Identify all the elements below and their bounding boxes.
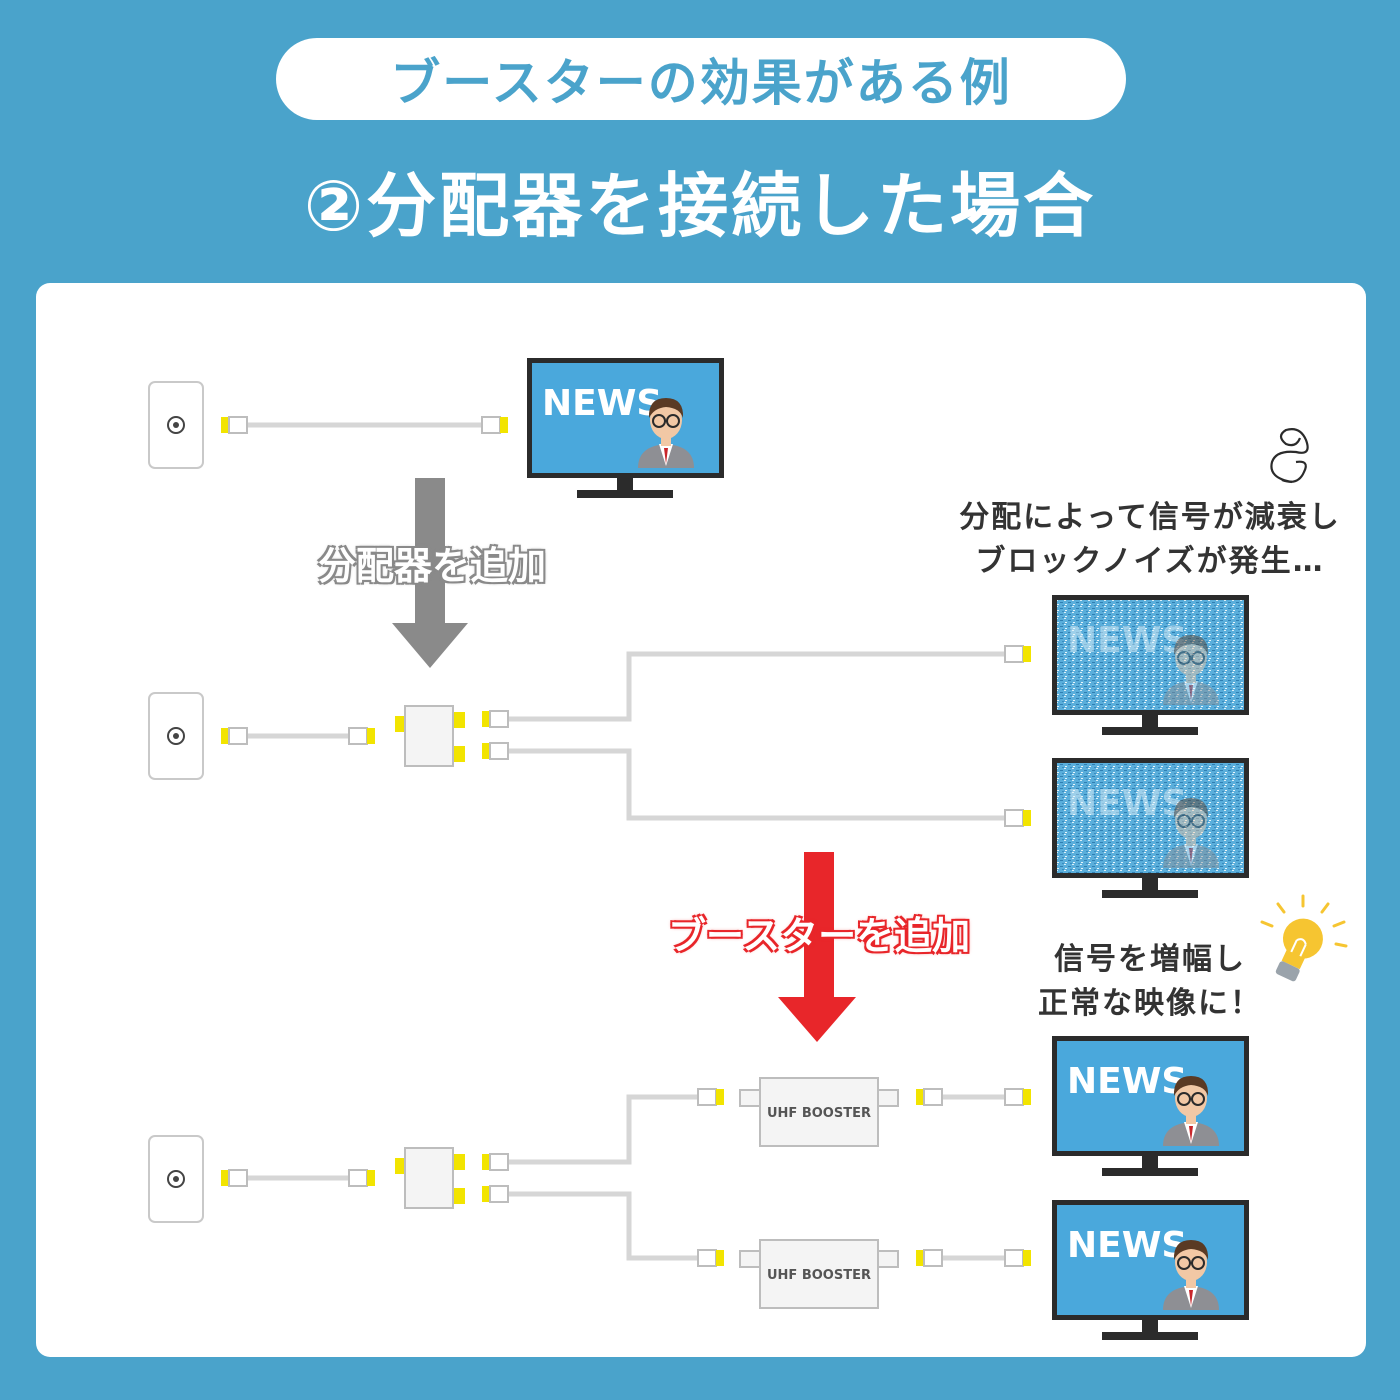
subtitle-text: ブースターの効果がある例 [390,54,1012,112]
cable-plug [481,742,509,760]
tv-icon: NEWS [527,358,724,498]
cable-plug [1004,1088,1032,1106]
degraded-note-line1: 分配によって信号が減衰し [959,500,1341,535]
cable-plug [220,1169,248,1187]
subtitle-pill: ブースターの効果がある例 [276,38,1126,120]
cable-plug [481,1185,509,1203]
page-title: ②分配器を接続した場合 [303,165,1097,247]
wall-outlet-icon [148,692,204,780]
wall-outlet-icon [148,381,204,469]
cable-plug [697,1088,725,1106]
arrow-down-icon [392,478,468,668]
tv-noisy-1: NEWS [1052,595,1249,735]
antenna-cable [507,651,1005,722]
booster-label: UHF BOOSTER [767,1106,871,1121]
add-splitter-label: 分配器を追加 [318,544,547,588]
antenna-cable [507,748,1005,821]
add-booster-label: ブースターを追加 [668,914,971,958]
cable-plug [481,1153,509,1171]
fixed-note-line1: 信号を増幅し [1054,942,1246,977]
cable-plug [348,727,376,745]
degraded-note-line2: ブロックノイズが発生… [975,544,1325,579]
cable-plug [348,1169,376,1187]
antenna-cable [507,1191,698,1261]
splitter-icon [394,705,466,767]
tv-icon: NEWS [1052,1200,1249,1340]
tv-icon: NEWS [1052,1036,1249,1176]
wall-outlet-icon [148,1135,204,1223]
cable-plug [481,416,509,434]
tv-screen-text: NEWS [1067,1225,1187,1266]
cable-plug [697,1249,725,1267]
cable-plug [220,727,248,745]
cable-plug [915,1088,943,1106]
lightbulb-icon [1260,894,1348,982]
degraded-note: 分配によって信号が減衰し ブロックノイズが発生… [930,496,1370,584]
booster-label: UHF BOOSTER [767,1268,871,1283]
cable-plug [915,1249,943,1267]
cable-plug [1004,1249,1032,1267]
tv-screen-text: NEWS [542,383,662,424]
tv-screen-text: NEWS [1067,1061,1187,1102]
fixed-note-line2: 正常な映像に！ [1038,986,1262,1021]
booster-icon: UHF BOOSTER [739,1239,899,1309]
cable-plug [220,416,248,434]
fixed-note: 信号を増幅し 正常な映像に！ [1010,938,1290,1026]
swirl-icon [1270,428,1309,484]
tv-noisy-2: NEWS [1052,758,1249,898]
cable-plug [1004,645,1032,663]
cable-plug [481,710,509,728]
booster-icon: UHF BOOSTER [739,1077,899,1147]
cable-plug [1004,809,1032,827]
splitter-icon [394,1147,466,1209]
arrow-down-icon [778,852,856,1042]
antenna-cable [507,1094,698,1165]
